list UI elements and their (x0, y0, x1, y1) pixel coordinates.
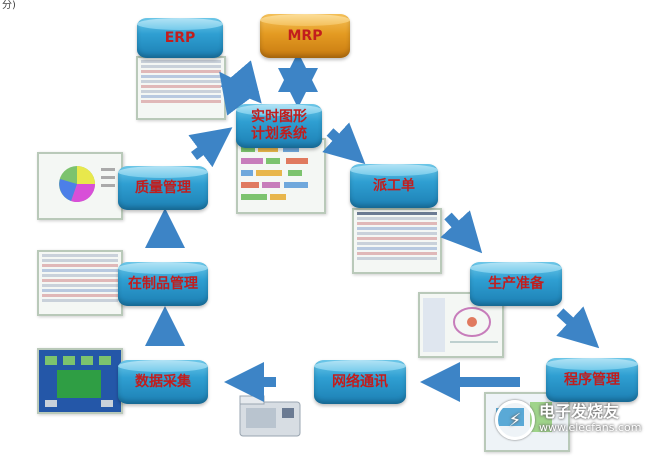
arrow-dispatch-prep (440, 210, 483, 254)
node-program-label: 程序管理 (564, 371, 620, 388)
node-planning: 实时图形计划系统 (236, 104, 322, 148)
watermark: ⚡ 电子发烧友 www.elecfans.com (495, 400, 641, 440)
node-dispatch: 派工单 (350, 164, 438, 208)
watermark-logo-icon: ⚡ (495, 400, 535, 440)
node-mrp: MRP (260, 14, 350, 58)
hmi-thumbnail (45, 356, 113, 407)
watermark-name: 电子发烧友 (539, 402, 620, 421)
drawing-thumbnail (423, 298, 498, 352)
collect-screenshot (37, 348, 123, 414)
node-dispatch-label: 派工单 (373, 177, 415, 194)
arrow-planning-erp (219, 71, 260, 116)
node-planning-label: 实时图形计划系统 (251, 109, 307, 142)
node-collect: 数据采集 (118, 360, 208, 404)
corner-note: 分) (2, 0, 16, 11)
node-network-label: 网络通讯 (332, 373, 388, 390)
node-erp: ERP (137, 18, 223, 58)
node-collect-label: 数据采集 (135, 373, 191, 390)
node-mrp-label: MRP (287, 27, 323, 44)
node-wip: 在制品管理 (118, 262, 208, 306)
erp-screenshot (136, 56, 226, 120)
node-network: 网络通讯 (314, 360, 406, 404)
node-prep-label: 生产准备 (488, 275, 544, 292)
arrow-erp-planning (220, 60, 262, 104)
node-program: 程序管理 (546, 358, 638, 402)
node-prep: 生产准备 (470, 262, 562, 306)
wip-screenshot (37, 250, 123, 316)
arrow-quality-planning (188, 127, 233, 168)
dispatch-screenshot (352, 208, 442, 274)
pie-thumbnail (59, 166, 115, 203)
arrow-prep-program (556, 306, 600, 349)
node-erp-label: ERP (164, 29, 196, 46)
planning-screenshot (236, 138, 326, 214)
watermark-url: www.elecfans.com (539, 421, 642, 434)
node-quality: 质量管理 (118, 166, 208, 210)
gantt-thumbnail (241, 146, 308, 200)
arrow-planning-dispatch (322, 122, 366, 165)
node-quality-label: 质量管理 (135, 179, 191, 196)
node-wip-label: 在制品管理 (128, 275, 198, 292)
